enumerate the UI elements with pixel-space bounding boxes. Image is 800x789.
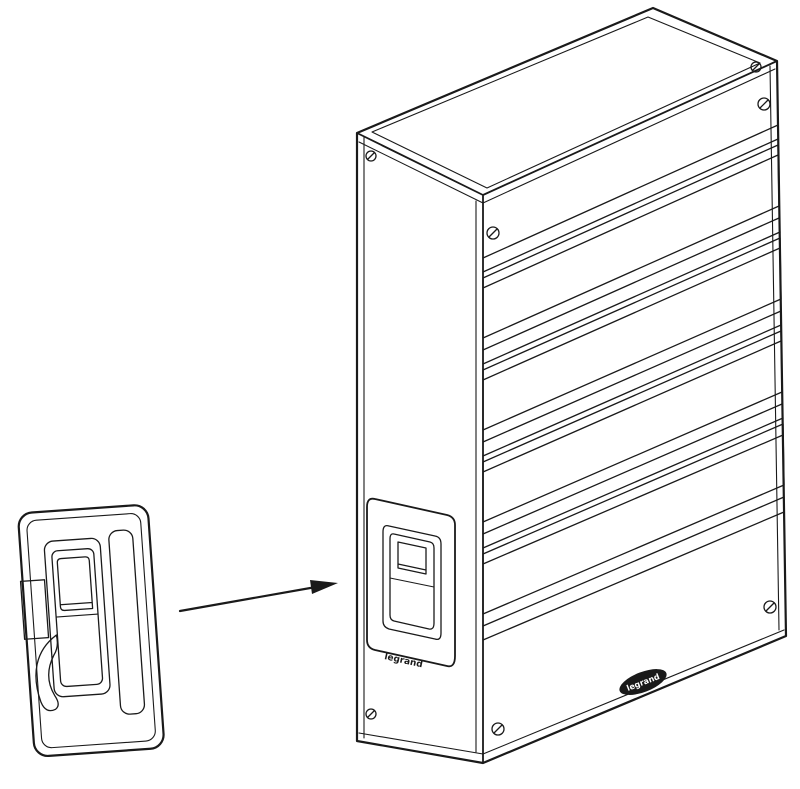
- screw-top-face: [750, 61, 762, 73]
- module-outline: [366, 497, 456, 668]
- cabinet-outline: [355, 6, 788, 765]
- din-row-4: [482, 403, 785, 615]
- badge-oval: [619, 669, 667, 695]
- cabinet-front-face: [482, 124, 785, 641]
- rocker-mid-line: [389, 577, 435, 588]
- screw-front-bottom-right: [763, 600, 777, 614]
- component-lever: [35, 634, 59, 712]
- din-row-1: [482, 124, 780, 339]
- screw-front-top-right: [757, 97, 771, 111]
- screw-column-bottom: [365, 708, 377, 720]
- rocker-switch: [389, 533, 435, 630]
- rocker-switch-frame: [382, 524, 442, 641]
- cabinet: legrand legrand: [355, 6, 788, 765]
- screw-front-bottom-left: [491, 722, 505, 736]
- cabinet-rim-bottom: [358, 629, 785, 755]
- component-plate: [17, 504, 165, 758]
- screw-column-top: [365, 150, 377, 162]
- component-left-window: [19, 579, 50, 640]
- cabinet-rim-top: [358, 68, 776, 204]
- component-rocker: [51, 548, 104, 688]
- screw-front-top-left: [486, 226, 500, 240]
- arrow-line: [178, 585, 318, 613]
- arrow-head: [310, 580, 338, 594]
- switch-cover-component: [17, 504, 165, 758]
- cabinet-rim-right: [769, 65, 780, 631]
- brand-label: legrand: [383, 652, 423, 670]
- main-switch-module: legrand: [366, 497, 456, 670]
- rocker-toggle: [397, 541, 427, 575]
- cabinet-top-face: [371, 16, 761, 189]
- component-rocker-mid-line: [55, 613, 99, 618]
- din-row-3: [482, 310, 783, 523]
- cabinet-edges: [356, 60, 778, 764]
- component-plate-inner: [26, 513, 156, 749]
- component-switch-frame: [43, 537, 111, 698]
- component-right-slot: [108, 529, 146, 715]
- arrow: [178, 580, 338, 613]
- component-toggle: [56, 556, 94, 612]
- bottom-rail: [482, 496, 785, 641]
- din-row-2: [482, 217, 782, 431]
- legrand-badge: legrand: [619, 669, 667, 695]
